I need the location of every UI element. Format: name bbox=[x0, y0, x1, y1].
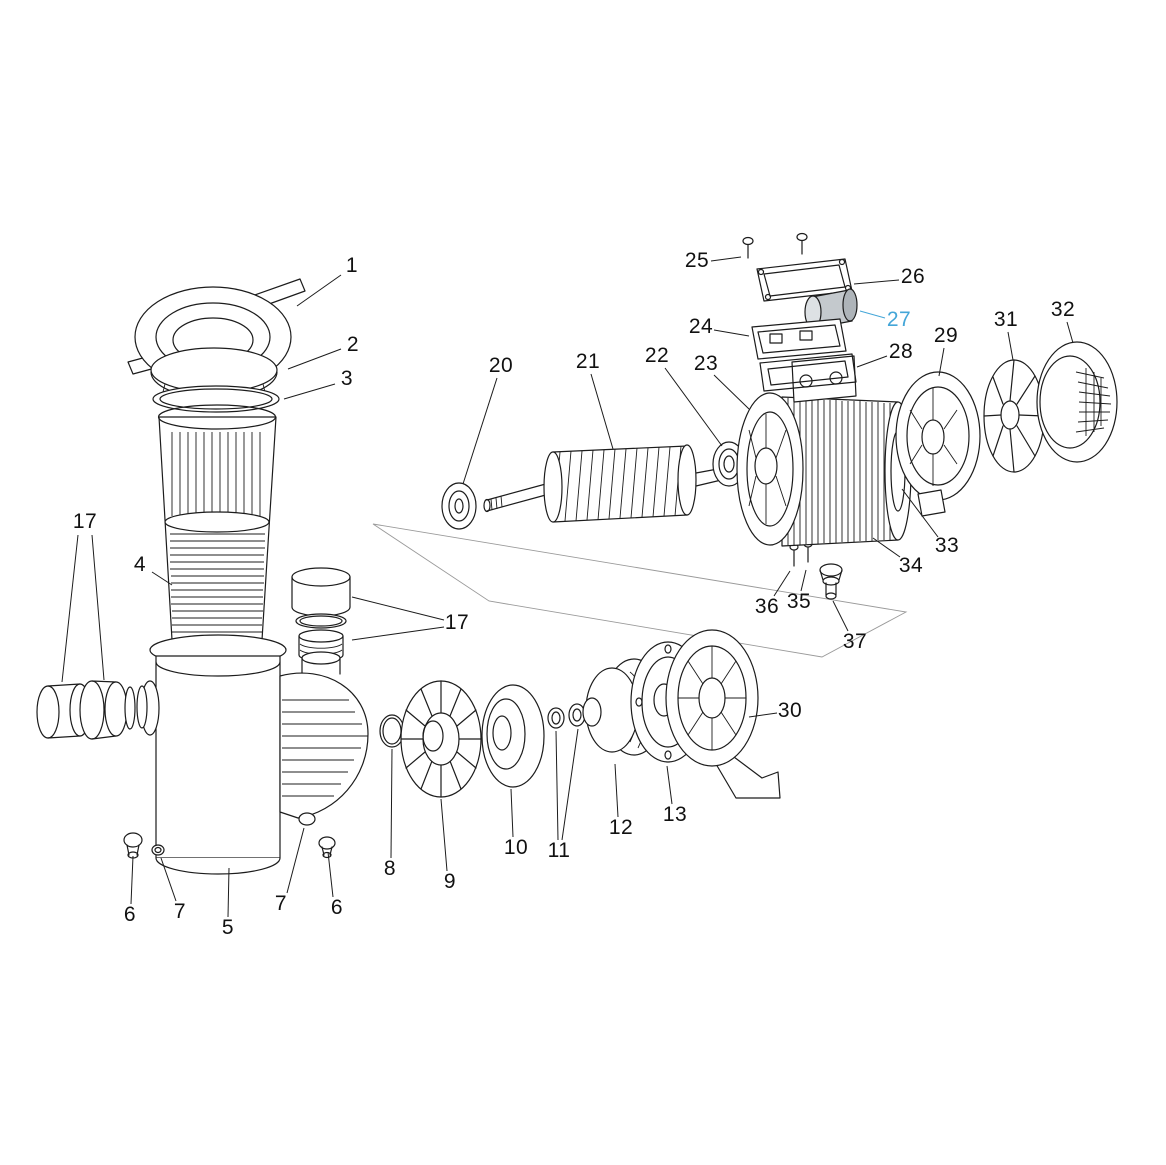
part-label-1: 1 bbox=[345, 254, 359, 277]
part-impeller-cover bbox=[481, 684, 545, 788]
part-label-8: 8 bbox=[383, 857, 397, 880]
leader-line-17 bbox=[61, 534, 79, 683]
part-cover-screws bbox=[742, 232, 808, 259]
leader-line-10 bbox=[510, 788, 514, 838]
part-label-34: 34 bbox=[898, 554, 924, 577]
leader-line-26 bbox=[853, 279, 900, 285]
part-label-11: 11 bbox=[547, 839, 571, 862]
leader-line-36 bbox=[773, 570, 791, 597]
part-label-22: 22 bbox=[644, 344, 670, 367]
part-rotor-shaft bbox=[483, 444, 739, 523]
part-label-17: 17 bbox=[72, 510, 98, 533]
part-motor-bracket bbox=[665, 629, 781, 799]
part-mechanical-seal bbox=[547, 703, 586, 729]
part-label-9: 9 bbox=[443, 870, 457, 893]
part-label-3: 3 bbox=[340, 367, 354, 390]
leader-line-4 bbox=[151, 571, 173, 586]
leader-line-32 bbox=[1066, 321, 1074, 344]
leader-line-31 bbox=[1007, 331, 1014, 361]
part-label-17: 17 bbox=[444, 611, 470, 634]
part-pump-housing bbox=[140, 634, 369, 875]
leader-line-5 bbox=[227, 867, 230, 918]
leader-line-6 bbox=[130, 855, 134, 905]
part-suction-unions bbox=[36, 680, 148, 740]
part-label-13: 13 bbox=[662, 803, 688, 826]
leader-line-3 bbox=[283, 383, 336, 400]
part-diffuser bbox=[400, 680, 482, 798]
part-label-7: 7 bbox=[173, 900, 187, 923]
leader-line-17 bbox=[91, 534, 105, 681]
part-foot-plug bbox=[819, 563, 843, 600]
leader-line-17 bbox=[351, 626, 445, 641]
part-label-12: 12 bbox=[608, 816, 634, 839]
leader-line-1 bbox=[296, 274, 342, 307]
part-label-29: 29 bbox=[933, 324, 959, 347]
leader-line-9 bbox=[440, 798, 448, 872]
part-label-10: 10 bbox=[503, 836, 529, 859]
part-label-37: 37 bbox=[842, 630, 868, 653]
leader-line-7 bbox=[160, 857, 177, 902]
part-terminal-board bbox=[751, 318, 847, 360]
part-bearing-front bbox=[441, 482, 477, 530]
leader-line-24 bbox=[713, 329, 750, 337]
part-discharge-union bbox=[291, 567, 351, 662]
part-label-25: 25 bbox=[684, 249, 710, 272]
leader-line-28 bbox=[856, 355, 888, 368]
leader-line-6 bbox=[327, 851, 334, 898]
part-drain-plugs bbox=[123, 832, 336, 859]
part-gasket bbox=[759, 353, 857, 392]
leader-line-11 bbox=[561, 728, 579, 841]
leader-line-2 bbox=[287, 348, 342, 370]
part-fan-cover bbox=[1036, 341, 1118, 463]
leader-line-34 bbox=[872, 537, 901, 558]
part-label-31: 31 bbox=[993, 308, 1019, 331]
part-label-32: 32 bbox=[1050, 298, 1076, 321]
part-rear-end-shield bbox=[895, 371, 981, 517]
part-label-6: 6 bbox=[123, 903, 137, 926]
leader-line-7 bbox=[286, 827, 305, 894]
leader-line-37 bbox=[832, 600, 849, 632]
part-label-28: 28 bbox=[888, 340, 914, 363]
part-label-20: 20 bbox=[488, 354, 514, 377]
leader-line-29 bbox=[938, 347, 945, 377]
leader-line-35 bbox=[800, 569, 807, 592]
part-label-6: 6 bbox=[330, 896, 344, 919]
leader-line-11 bbox=[555, 730, 559, 841]
part-diffuser-oring bbox=[379, 714, 405, 748]
leader-line-30 bbox=[748, 712, 778, 718]
leader-line-23 bbox=[713, 374, 750, 410]
leader-line-17 bbox=[351, 596, 445, 621]
part-label-7: 7 bbox=[274, 892, 288, 915]
leader-line-27 bbox=[859, 310, 886, 319]
part-motor-body bbox=[736, 355, 912, 547]
leader-line-20 bbox=[462, 377, 498, 485]
part-label-5: 5 bbox=[221, 916, 235, 939]
part-label-36: 36 bbox=[754, 595, 780, 618]
leader-line-33 bbox=[901, 488, 939, 538]
part-label-21: 21 bbox=[575, 350, 601, 373]
part-lid-oring bbox=[152, 385, 280, 413]
leader-line-21 bbox=[590, 373, 614, 450]
leader-line-13 bbox=[666, 765, 673, 805]
part-label-24: 24 bbox=[688, 315, 714, 338]
part-label-26: 26 bbox=[900, 265, 926, 288]
leader-line-8 bbox=[390, 748, 393, 859]
part-label-35: 35 bbox=[786, 590, 812, 613]
part-label-23: 23 bbox=[693, 352, 719, 375]
part-label-30: 30 bbox=[777, 699, 803, 722]
assembly-plane bbox=[372, 523, 908, 658]
part-label-27: 27 bbox=[886, 308, 912, 331]
leader-lines bbox=[61, 256, 1074, 918]
leader-line-12 bbox=[614, 763, 619, 818]
leader-line-22 bbox=[664, 367, 723, 447]
part-fan bbox=[983, 359, 1045, 473]
leader-line-25 bbox=[710, 256, 742, 262]
part-label-33: 33 bbox=[934, 534, 960, 557]
part-label-4: 4 bbox=[133, 553, 147, 576]
part-label-2: 2 bbox=[346, 333, 360, 356]
